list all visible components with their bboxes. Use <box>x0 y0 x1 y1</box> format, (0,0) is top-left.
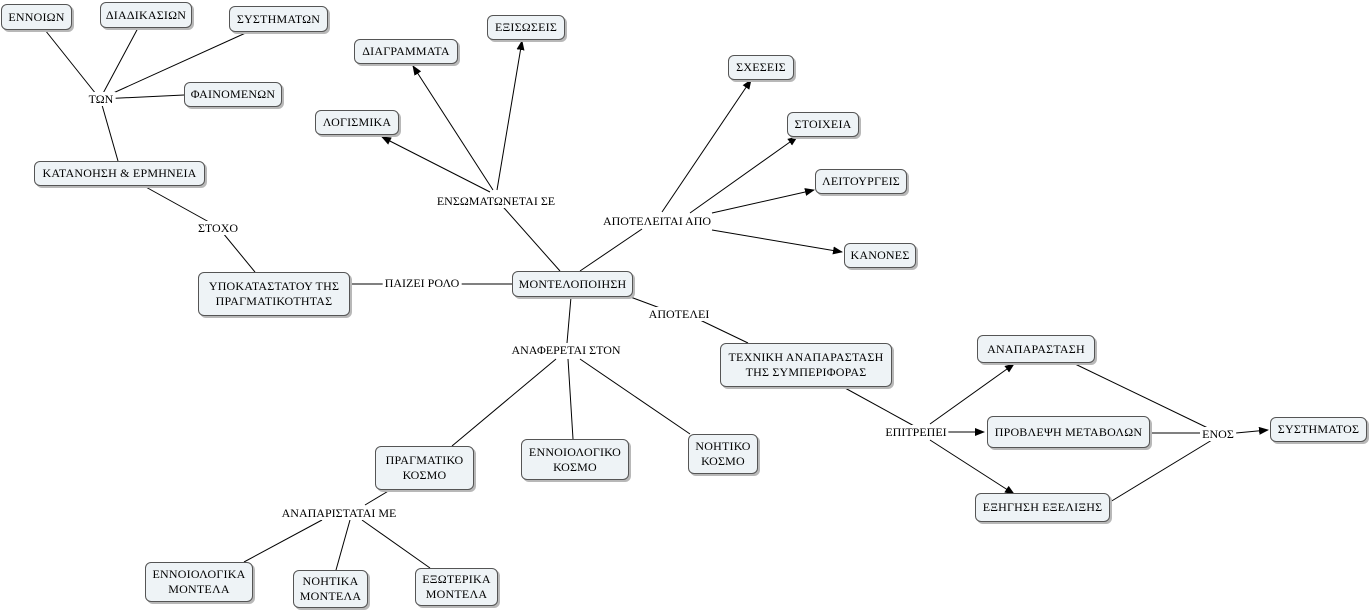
concept-exigisi[interactable]: ΕΞΗΓΗΣΗ ΕΞΕΛΙΞΗΣ <box>975 493 1110 522</box>
concept-leitourgeies[interactable]: ΛΕΙΤΟΥΡΓΕΙΣ <box>815 169 907 194</box>
link-montelopoiisi-anaferetai <box>566 296 572 344</box>
phrase-apotelei: ΑΠΟΤΕΛΕΙ <box>646 307 712 321</box>
concept-exisoseis[interactable]: ΕΞΙΣΩΣΕΙΣ <box>487 15 565 40</box>
concept-pragmatiko-kosmo[interactable]: ΠΡΑΓΜΑΤΙΚΟ ΚΟΣΜΟ <box>375 446 474 490</box>
concept-techniki[interactable]: ΤΕΧΝΙΚΗ ΑΝΑΠΑΡΑΣΤΑΣΗ ΤΗΣ ΣΥΜΠΕΡΙΦΟΡΑΣ <box>720 343 892 387</box>
concept-stoicheia[interactable]: ΣΤΟΙΧΕΙΑ <box>787 112 859 137</box>
link-anaparistatai-exoterika <box>361 519 431 569</box>
concept-provlepsi[interactable]: ΠΡΟΒΛΕΨΗ ΜΕΤΑΒΟΛΩΝ <box>987 416 1150 448</box>
link-ton-systimaton <box>99 30 251 100</box>
phrase-enos: ΕΝΟΣ <box>1200 427 1236 441</box>
phrase-epitrepei: ΕΠΙΤΡΕΠΕΙ <box>883 425 949 439</box>
concept-noitika-montela[interactable]: ΝΟΗΤΙΚΑ ΜΟΝΤΕΛΑ <box>293 570 368 608</box>
link-ensomatonetai-exisoseis <box>496 40 525 191</box>
link-montelopoiisi-apoteleitai <box>579 228 643 272</box>
phrase-ensomatonetai: ΕΝΣΩΜΑΤΩΝΕΤΑΙ ΣΕ <box>434 194 558 208</box>
phrase-anaferetai: ΑΝΑΦΕΡΕΤΑΙ ΣΤΟΝ <box>509 343 623 357</box>
concept-ennoion[interactable]: ΕΝΝΟΙΩΝ <box>1 4 72 30</box>
link-ensomatonetai-logismika <box>381 136 491 193</box>
link-apoteleitai-stoicheia <box>689 136 798 214</box>
concept-fainomenon[interactable]: ΦΑΙΝΟΜΕΝΩΝ <box>184 82 282 107</box>
link-anaferetai-pragmatiko <box>451 358 557 447</box>
concept-systimaton[interactable]: ΣΥΣΤΗΜΑΤΩΝ <box>229 6 328 32</box>
phrase-ton: ΤΩΝ <box>86 92 116 106</box>
link-anaferetai-noitiko <box>579 358 691 435</box>
phrase-apoteleitai: ΑΠΟΤΕΛΕΙΤΑΙ ΑΠΟ <box>600 214 714 228</box>
link-stoxo-katanoisi <box>143 185 219 228</box>
link-apoteleitai-leitourgeies <box>711 188 815 214</box>
link-apoteleitai-kanones <box>711 229 843 255</box>
concept-noitiko-kosmo[interactable]: ΝΟΗΤΙΚΟ ΚΟΣΜΟ <box>688 434 758 474</box>
phrase-anaparistatai: ΑΝΑΠΑΡΙΣΤΑΤΑΙ ΜΕ <box>279 506 399 520</box>
concept-logismika[interactable]: ΛΟΓΙΣΜΙΚΑ <box>315 110 399 135</box>
concept-scheseis[interactable]: ΣΧΕΣΕΙΣ <box>728 55 794 80</box>
link-pragmatiko-anaparistatai <box>364 489 391 506</box>
phrase-stoxo: ΣΤΟΧΟ <box>195 221 241 235</box>
concept-ennoiologika-montela[interactable]: ΕΝΝΟΙΟΛΟΓΙΚΑ ΜΟΝΤΕΛΑ <box>145 562 253 602</box>
link-ton-diadikasion <box>99 27 139 100</box>
link-epitrepei-exigisi <box>929 439 1015 495</box>
link-epitrepei-anaparastasi <box>929 363 1015 425</box>
concept-ypokatastatou[interactable]: ΥΠΟΚΑΤΑΣΤΑΤΟΥ ΤΗΣ ΠΡΑΓΜΑΤΙΚΟΤΗΤΑΣ <box>198 272 350 316</box>
link-katanoisi-ton <box>101 104 119 162</box>
concept-ennoiologiko-kosmo[interactable]: ΕΝΝΟΙΟΛΟΓΙΚΟ ΚΟΣΜΟ <box>521 439 629 480</box>
concept-kanones[interactable]: ΚΑΝΟΝΕΣ <box>844 243 916 268</box>
concept-montelopoiisi[interactable]: ΜΟΝΤΕΛΟΠΟΙΗΣΗ <box>512 271 633 297</box>
concept-anaparastasi[interactable]: ΑΝΑΠΑΡΑΣΤΑΣΗ <box>977 335 1095 363</box>
concept-katanoisi[interactable]: ΚΑΤΑΝΟΗΣΗ & ΕΡΜΗΝΕΙΑ <box>34 161 205 186</box>
phrase-paizei-rolo: ΠΑΙΖΕΙ ΡΟΛΟ <box>382 276 462 290</box>
concept-systimatos[interactable]: ΣΥΣΤΗΜΑΤΟΣ <box>1270 417 1367 442</box>
link-anaparastasi-enos <box>1072 362 1213 431</box>
concept-diadikasion[interactable]: ΔΙΑΔΙΚΑΣΙΩΝ <box>100 2 192 28</box>
link-anaparistatai-noitika <box>335 519 351 571</box>
link-apoteleitai-scheseis <box>661 79 752 213</box>
link-montelopoiisi-apotelei <box>624 294 661 309</box>
link-exigisi-enos <box>1109 439 1213 503</box>
link-anaferetai-ennoiologiko <box>567 358 574 440</box>
link-enos-systimatos <box>1235 426 1269 435</box>
link-ton-ennoion <box>44 29 101 100</box>
link-anaparistatai-ennoiologika <box>243 519 323 563</box>
link-montelopoiisi-ensomatonetai <box>496 199 561 272</box>
link-ensomatonetai-diagrammata <box>412 65 494 191</box>
link-apotelei-techniki <box>699 319 749 344</box>
link-techniki-epitrepei <box>844 387 917 428</box>
concept-diagrammata[interactable]: ΔΙΑΓΡΑΜΜΑΤΑ <box>354 39 458 64</box>
concept-exoterika-montela[interactable]: ΕΞΩΤΕΡΙΚΑ ΜΟΝΤΕΛΑ <box>415 568 498 606</box>
